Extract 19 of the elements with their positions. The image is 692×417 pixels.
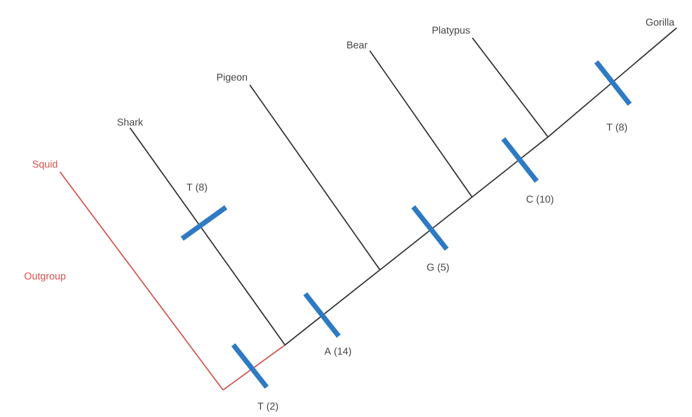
mutation-label: A (14) (324, 347, 351, 357)
mutation-label: T (2) (258, 402, 278, 412)
taxon-label: Gorilla (646, 18, 674, 26)
mutation-label: T (8) (186, 183, 207, 193)
mutation-label: G (5) (427, 263, 449, 273)
branch-line (369, 50, 472, 198)
taxon-label: Shark (117, 118, 144, 126)
branch-line (60, 172, 224, 390)
branch-line (249, 84, 380, 270)
branch-line (472, 38, 548, 138)
group-label: Outgroup (24, 272, 66, 282)
mutation-label: T (8) (606, 123, 627, 133)
mutation-label: C (10) (526, 195, 554, 205)
taxon-label: Bear (347, 42, 368, 48)
taxon-label: Platypus (432, 26, 470, 36)
taxon-label: Pigeon (217, 73, 247, 83)
taxon-label: Squid (32, 160, 58, 170)
branch-line (548, 27, 678, 138)
branch-line (130, 128, 286, 346)
